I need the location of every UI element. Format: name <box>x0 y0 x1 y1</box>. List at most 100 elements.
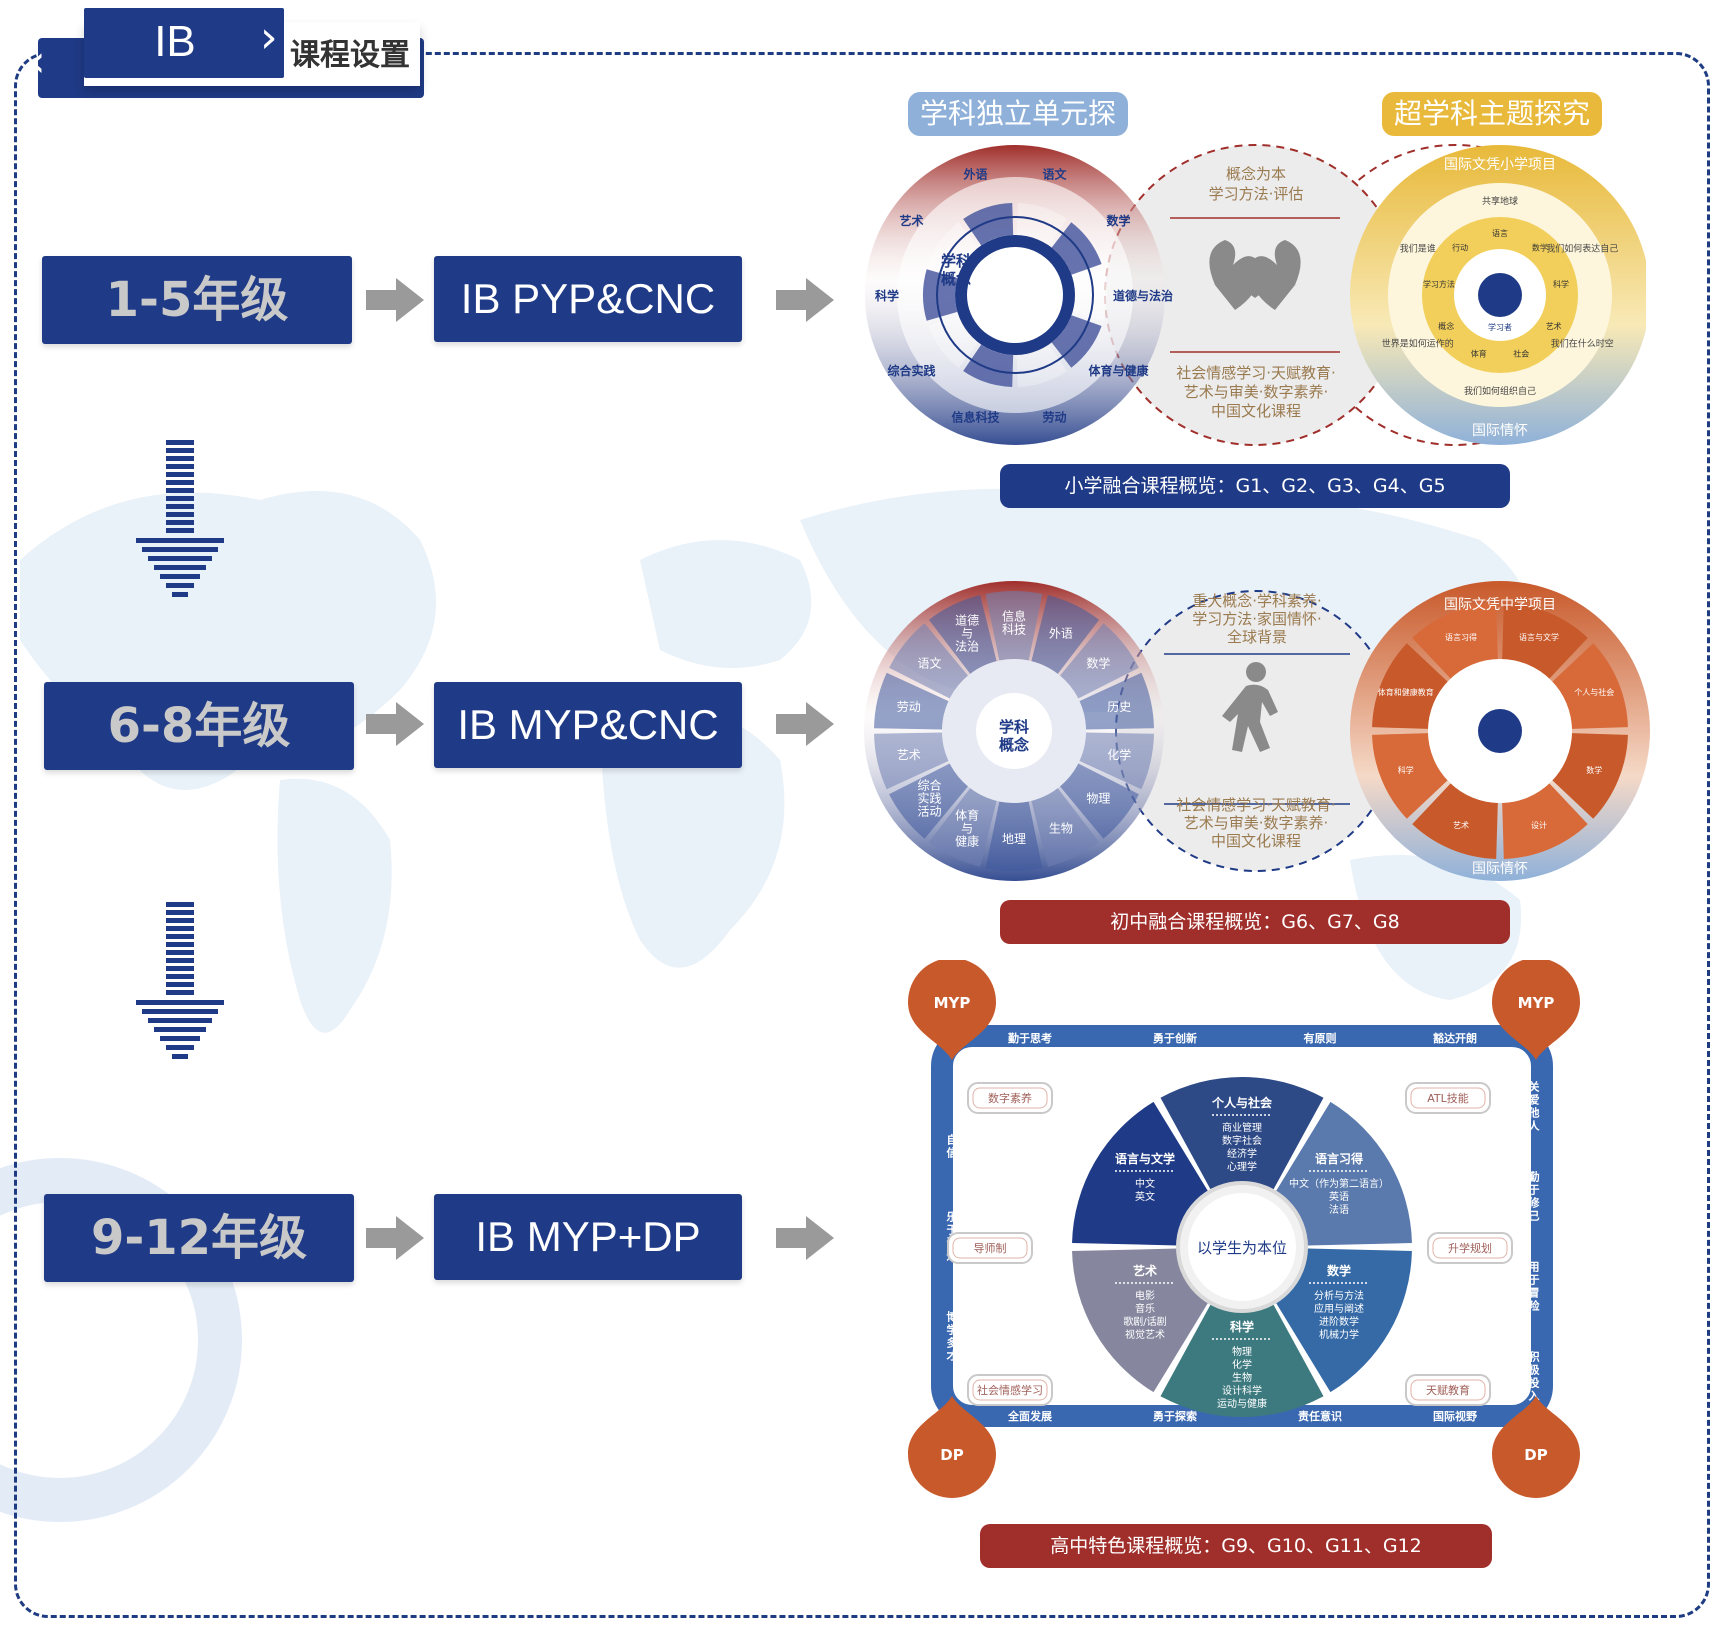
pyp-theme-label: 我们是谁 <box>1400 243 1436 255</box>
petal-item: 数字社会 <box>1222 1134 1262 1147</box>
trait-char: 投 <box>1529 1376 1540 1390</box>
wheel-segment <box>889 623 968 699</box>
petal-item: 英语 <box>1329 1190 1349 1203</box>
petal <box>1160 1077 1324 1204</box>
arrow-right-icon <box>776 278 834 322</box>
subject-label: 道德 <box>955 613 979 628</box>
trait-char: 于 <box>1529 1184 1540 1197</box>
trait-char: 入 <box>1529 1390 1540 1403</box>
feature-tag <box>1427 1232 1513 1264</box>
middle-top-line: 全球背景 <box>1226 628 1287 646</box>
trait-char: 自 <box>947 1133 958 1147</box>
wheel-segment <box>1016 344 1067 387</box>
petal-item: 电影 <box>1135 1289 1155 1302</box>
petal-item: 机械力学 <box>1319 1328 1359 1341</box>
feature-tag-label: 导师制 <box>974 1242 1007 1255</box>
subject-label: 道德与法治 <box>1113 288 1173 303</box>
myp-bottom-label: 国际情怀 <box>1472 861 1528 877</box>
wheel-segment <box>1060 763 1139 839</box>
trait-char: 人 <box>1529 1119 1541 1133</box>
wheel-segment <box>1072 269 1107 321</box>
trait-char: 关 <box>1529 1080 1540 1094</box>
trait-char: 学 <box>947 1323 958 1337</box>
feature-tag-label: 数字素养 <box>988 1091 1032 1105</box>
myp-segment-label: 科学 <box>1398 765 1414 775</box>
myp-segment <box>1552 733 1628 819</box>
arrow-right-icon <box>776 702 834 746</box>
petal-item: 运动与健康 <box>1217 1397 1267 1410</box>
program-box-mypdp: IB MYP+DP <box>434 1194 742 1280</box>
petal-item: 物理 <box>1232 1345 1252 1358</box>
subject-label: 科技 <box>1002 623 1026 637</box>
corner-pin <box>908 1396 996 1498</box>
program-box-myp: IB MYP&CNC <box>434 682 742 768</box>
high-overview-bar: 高中特色课程概览：G9、G10、G11、G12 <box>980 1524 1492 1568</box>
striped-down-arrow-icon <box>136 440 224 597</box>
pyp-center-label: 学习者 <box>1488 322 1512 332</box>
pyp-inner-label: 学习方法 <box>1423 279 1455 289</box>
high-school-diagram: 个人与社会商业管理数字社会经济学心理学语言习得中文（作为第二语言）英语法语数学分… <box>908 960 1580 1498</box>
wheel-segment <box>928 595 997 674</box>
subject-label: 科学 <box>875 288 899 303</box>
corner-pin <box>908 960 996 1060</box>
wheel-segment <box>1016 203 1067 246</box>
myp-segment-label: 数学 <box>1586 765 1602 775</box>
subject-label: 信息科技 <box>951 410 1000 425</box>
petal-title: 语言与文学 <box>1115 1151 1175 1166</box>
wheel-segment <box>1079 672 1154 730</box>
petal-item: 心理学 <box>1227 1160 1257 1173</box>
petal-item: 应用与阐述 <box>1314 1302 1364 1315</box>
trait-char: 于 <box>1529 1274 1540 1287</box>
wheel-segment <box>874 732 949 790</box>
hands-heart-icon <box>1209 240 1301 310</box>
trait-label: 勇于创新 <box>1153 1031 1197 1045</box>
trait-label: 责任意识 <box>1298 1409 1342 1423</box>
feature-tag <box>1405 1082 1491 1114</box>
label-transdisciplinary: 超学科主题探究课 <box>1382 92 1602 174</box>
running-child-icon <box>1222 662 1278 752</box>
header-title: 课程设置 <box>290 38 410 73</box>
wheel-segment <box>1031 788 1100 867</box>
label-subject-units: 学科独立单元探究课 <box>908 92 1128 174</box>
pyp-inner-label: 社会 <box>1513 348 1529 358</box>
arrow-right-icon <box>776 1216 834 1260</box>
arrow-right-icon <box>366 1216 424 1260</box>
middle-circles: 信息科技外语数学历史化学物理生物地理体育与健康综合实践活动艺术劳动语文道德与法治… <box>864 581 1650 881</box>
subject-label: 语文 <box>918 656 942 671</box>
middle-bottom-line: 中国文化课程 <box>1210 832 1301 850</box>
pyp-theme-label: 我们在什么时空 <box>1551 338 1614 350</box>
myp-segment-label: 艺术 <box>1453 820 1469 830</box>
wheel-segment <box>923 269 958 321</box>
subject-label: 与 <box>961 627 973 641</box>
wheel-segment <box>963 203 1014 246</box>
feature-tag-label: ATL技能 <box>1427 1091 1469 1105</box>
trait-char: 多 <box>947 1336 958 1350</box>
wheel-segment <box>963 344 1014 387</box>
subject-label: 体育与健康 <box>1089 363 1150 378</box>
petal-item: 经济学 <box>1227 1147 1257 1160</box>
corner-pin <box>1492 960 1580 1060</box>
petal-item: 中文 <box>1135 1177 1155 1190</box>
trait-char: 博 <box>947 1310 958 1324</box>
wheel-segment <box>874 672 949 730</box>
wheel-segment <box>985 801 1043 871</box>
subject-label: 历史 <box>1107 700 1131 714</box>
wheel-segment <box>985 591 1043 661</box>
pyp-title: 国际文凭小学项目 <box>1444 157 1556 173</box>
pyp-inner-label: 行动 <box>1452 243 1468 253</box>
middle-middle-top: 重大概念·学科素养· 学习方法·家国情怀· 全球背景 <box>1170 592 1344 646</box>
subject-label: 综合实践 <box>887 363 935 378</box>
corner-pin-label: DP <box>940 1446 963 1464</box>
petal-item: 进阶数学 <box>1319 1315 1359 1328</box>
subject-label: 外语 <box>963 166 987 181</box>
petal <box>1268 1248 1412 1393</box>
petal-item: 视觉艺术 <box>1125 1328 1165 1341</box>
petal-item: 英文 <box>1135 1190 1155 1203</box>
feature-tag <box>1405 1374 1491 1406</box>
primary-middle-bottom: 社会情感学习·天赋教育· 艺术与审美·数字素养· 中国文化课程 <box>1160 364 1352 421</box>
middle-top-line: 学习方法·家国情怀· <box>1192 610 1322 628</box>
subject-label: 语文 <box>1043 166 1068 181</box>
trait-char: 冒 <box>1529 1287 1540 1300</box>
corner-pin-label: DP <box>1524 1446 1547 1464</box>
chevron-right-icon: › <box>260 12 278 63</box>
